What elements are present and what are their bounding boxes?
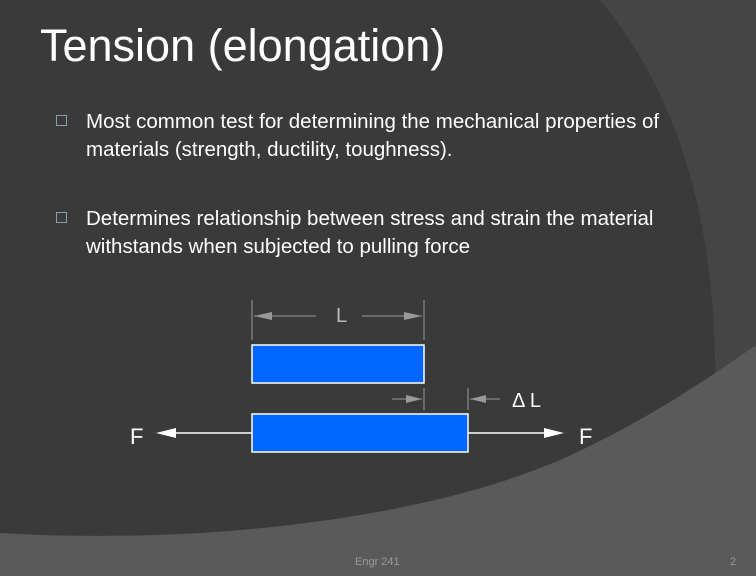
footer-course: Engr 241 bbox=[355, 556, 400, 568]
force-left-label: F bbox=[130, 424, 143, 449]
bullet-text: Most common test for determining the mec… bbox=[86, 110, 660, 161]
elongation-dimension bbox=[392, 388, 500, 410]
bullet-item: Most common test for determining the mec… bbox=[56, 108, 696, 164]
square-bullet-icon bbox=[56, 115, 67, 126]
length-dimension bbox=[251, 300, 425, 340]
original-bar bbox=[251, 344, 425, 384]
bullet-text: Determines relationship between stress a… bbox=[86, 207, 654, 258]
square-bullet-icon bbox=[56, 212, 67, 223]
arrow-left-icon bbox=[156, 428, 176, 438]
force-right-label: F bbox=[579, 424, 592, 449]
arrow-right-icon bbox=[544, 428, 564, 438]
length-label: L bbox=[336, 305, 347, 327]
elongated-bar bbox=[251, 413, 469, 453]
elongation-label: Δ L bbox=[512, 390, 541, 412]
bullet-item: Determines relationship between stress a… bbox=[56, 205, 696, 261]
slide-title: Tension (elongation) bbox=[40, 20, 446, 71]
page-number: 2 bbox=[730, 556, 737, 568]
